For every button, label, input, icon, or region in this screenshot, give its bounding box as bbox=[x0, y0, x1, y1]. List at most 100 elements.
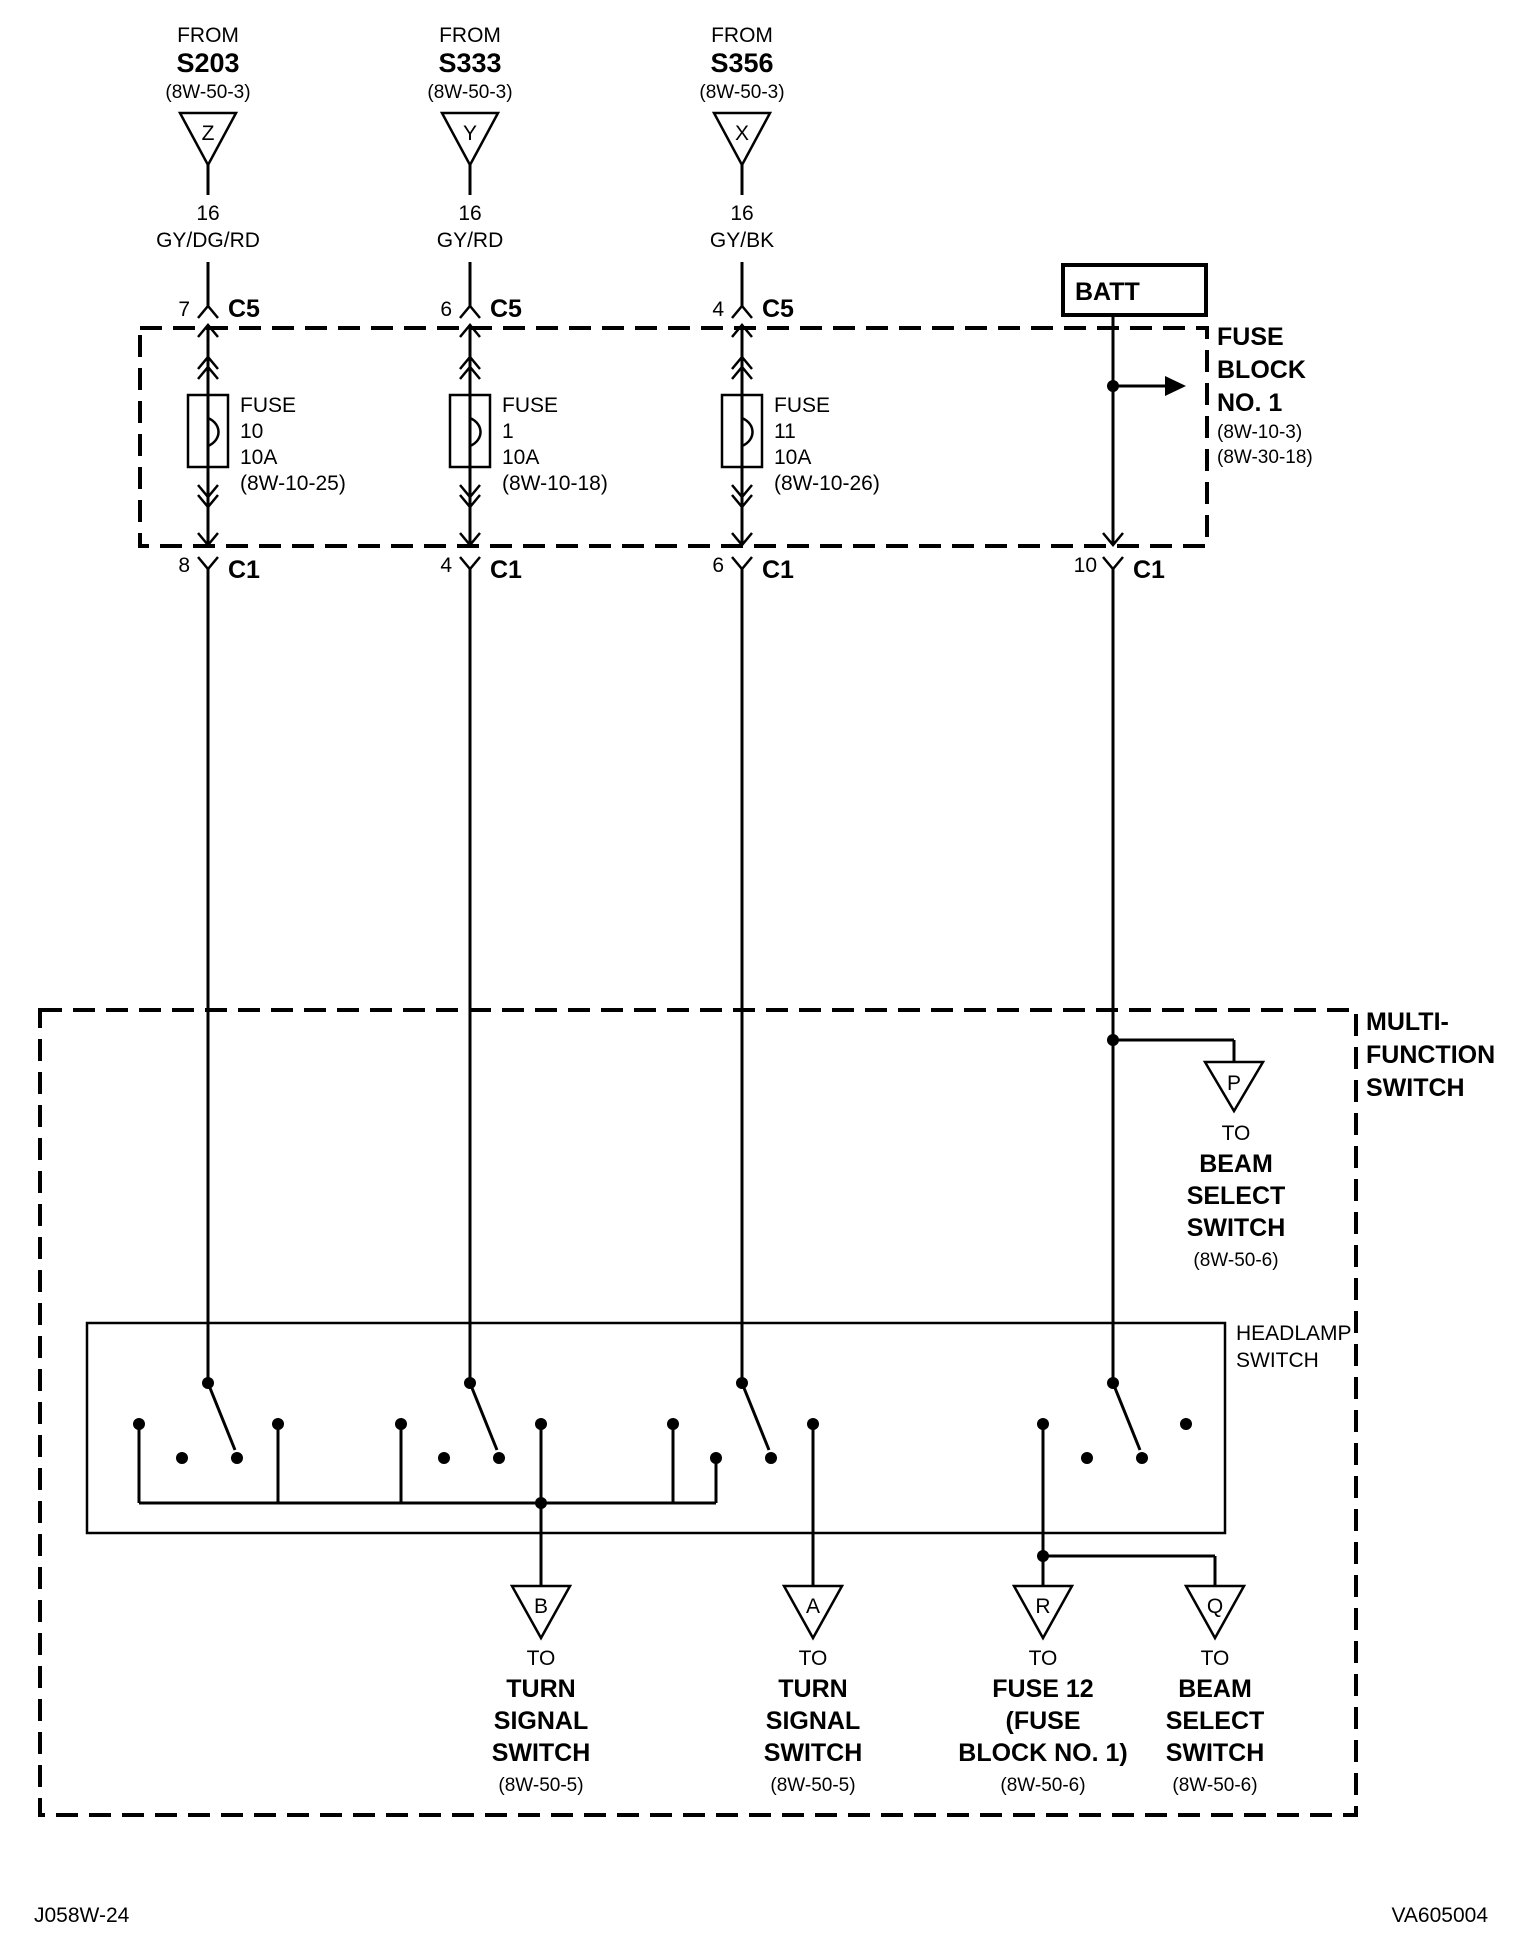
fuse-label: FUSE bbox=[240, 394, 296, 417]
dest-line1: BEAM bbox=[1199, 1150, 1273, 1178]
switch-pole-1 bbox=[133, 1377, 284, 1464]
batt-box bbox=[1061, 263, 1208, 317]
dest-line1: TURN bbox=[778, 1675, 847, 1703]
c1-pin: 8 bbox=[178, 554, 190, 577]
connector-triangle-icon bbox=[711, 111, 773, 168]
fuse-ref: (8W-10-26) bbox=[774, 472, 880, 495]
from-label: FROM bbox=[711, 24, 773, 47]
dest-line2: SIGNAL bbox=[494, 1707, 588, 1735]
headlamp-switch-box bbox=[85, 1321, 1227, 1535]
connector-triangle-icon bbox=[1202, 1060, 1266, 1114]
dest-ref: (8W-50-5) bbox=[498, 1775, 583, 1796]
multifunction-switch-outline bbox=[38, 1008, 1358, 1817]
fuse-amperage: 10A bbox=[502, 446, 539, 469]
connector-letter: Q bbox=[1207, 1595, 1223, 1618]
connector-letter: Y bbox=[463, 122, 477, 145]
dest-line1: BEAM bbox=[1178, 1675, 1252, 1703]
switch-pole-2 bbox=[395, 1377, 547, 1464]
dest-line3: SWITCH bbox=[1187, 1214, 1286, 1242]
to-label: TO bbox=[1029, 1647, 1058, 1670]
fuse-number: 1 bbox=[502, 420, 514, 443]
c1-label: C1 bbox=[1133, 556, 1165, 584]
wire-color: GY/BK bbox=[710, 229, 774, 252]
to-label: TO bbox=[1222, 1122, 1251, 1145]
mfs-line3: SWITCH bbox=[1366, 1074, 1465, 1102]
to-label: TO bbox=[527, 1647, 556, 1670]
dest-ref: (8W-50-5) bbox=[770, 1775, 855, 1796]
fuse-amperage: 10A bbox=[774, 446, 811, 469]
splice-label: S203 bbox=[176, 48, 239, 78]
connector-letter: X bbox=[735, 122, 749, 145]
to-label: TO bbox=[1201, 1647, 1230, 1670]
wire-gauge: 16 bbox=[458, 202, 481, 225]
fuse-block-ref2: (8W-30-18) bbox=[1217, 447, 1313, 468]
output-q: Q TO BEAM SELECT SWITCH (8W-50-6) bbox=[1166, 1584, 1265, 1796]
output-b: B TO TURN SIGNAL SWITCH (8W-50-5) bbox=[492, 1584, 591, 1796]
connector-triangle-icon bbox=[177, 111, 239, 168]
headlamp-line2: SWITCH bbox=[1236, 1349, 1319, 1372]
output-a: A TO TURN SIGNAL SWITCH (8W-50-5) bbox=[764, 1584, 863, 1796]
footer-left-code: J058W-24 bbox=[34, 1904, 130, 1927]
fuse-number: 10 bbox=[240, 420, 263, 443]
fuse-amperage: 10A bbox=[240, 446, 277, 469]
connector-chevron-icon bbox=[197, 304, 219, 319]
connector-triangle-icon bbox=[1011, 1584, 1075, 1641]
splice-ref: (8W-50-3) bbox=[427, 82, 512, 103]
connector-triangle-icon bbox=[781, 1584, 845, 1641]
c1-label: C1 bbox=[490, 556, 522, 584]
dest-line2: SIGNAL bbox=[766, 1707, 860, 1735]
switch-pole-4 bbox=[1037, 1377, 1192, 1464]
connector-letter: Z bbox=[202, 122, 215, 145]
wire-gauge: 16 bbox=[196, 202, 219, 225]
c1-label: C1 bbox=[762, 556, 794, 584]
dest-line1: FUSE 12 bbox=[992, 1675, 1093, 1703]
fuse-block-line3: NO. 1 bbox=[1217, 389, 1282, 417]
output-r: R TO FUSE 12 (FUSE BLOCK NO. 1) (8W-50-6… bbox=[958, 1584, 1128, 1796]
fuse-block-outline bbox=[138, 326, 1209, 548]
fuse-number: 11 bbox=[774, 420, 796, 443]
c1-label: C1 bbox=[228, 556, 260, 584]
to-label: TO bbox=[799, 1647, 828, 1670]
beam-select-p-branch: P TO BEAM SELECT SWITCH (8W-50-6) bbox=[1107, 1034, 1285, 1271]
source-s333: FROM S333 (8W-50-3) Y 16 GY/RD 6 C5 FUSE… bbox=[427, 24, 607, 584]
dest-line3: SWITCH bbox=[764, 1739, 863, 1767]
c1-pin: 10 bbox=[1074, 554, 1097, 577]
c5-pin: 7 bbox=[178, 298, 190, 321]
connector-triangle-icon bbox=[509, 1584, 573, 1641]
mfs-line2: FUNCTION bbox=[1366, 1041, 1495, 1069]
fuse-label: FUSE bbox=[774, 394, 830, 417]
from-label: FROM bbox=[177, 24, 239, 47]
wire-gauge: 16 bbox=[730, 202, 753, 225]
fuse-label: FUSE bbox=[502, 394, 558, 417]
c1-pin: 4 bbox=[440, 554, 452, 577]
dest-ref: (8W-50-6) bbox=[1000, 1775, 1085, 1796]
connector-chevron-icon bbox=[731, 304, 753, 319]
splice-ref: (8W-50-3) bbox=[165, 82, 250, 103]
c5-label: C5 bbox=[490, 295, 522, 323]
fuse-ref: (8W-10-18) bbox=[502, 472, 608, 495]
batt-feed: BATT 10 C1 bbox=[1061, 263, 1208, 584]
c5-pin: 6 bbox=[440, 298, 452, 321]
arrow-right-icon bbox=[1165, 376, 1186, 396]
fuse-block-label: FUSE BLOCK NO. 1 (8W-10-3) (8W-30-18) bbox=[1217, 323, 1313, 468]
internal-bus bbox=[137, 1424, 1217, 1586]
fuse-block-ref1: (8W-10-3) bbox=[1217, 422, 1302, 443]
dest-ref: (8W-50-6) bbox=[1193, 1250, 1278, 1271]
dest-line2: (FUSE bbox=[1006, 1707, 1081, 1735]
dest-line2: SELECT bbox=[1166, 1707, 1265, 1735]
mfs-line1: MULTI- bbox=[1366, 1008, 1449, 1036]
splice-ref: (8W-50-3) bbox=[699, 82, 784, 103]
from-label: FROM bbox=[439, 24, 501, 47]
wire-color: GY/DG/RD bbox=[156, 229, 260, 252]
dest-line2: SELECT bbox=[1187, 1182, 1286, 1210]
c1-pin: 6 bbox=[712, 554, 724, 577]
connector-chevron-icon bbox=[459, 304, 481, 319]
c5-pin: 4 bbox=[712, 298, 724, 321]
connector-triangle-icon bbox=[439, 111, 501, 168]
dest-ref: (8W-50-6) bbox=[1172, 1775, 1257, 1796]
connector-letter: A bbox=[806, 1595, 820, 1618]
connector-triangle-icon bbox=[1183, 1584, 1247, 1641]
c5-label: C5 bbox=[228, 295, 260, 323]
dest-line3: SWITCH bbox=[492, 1739, 591, 1767]
